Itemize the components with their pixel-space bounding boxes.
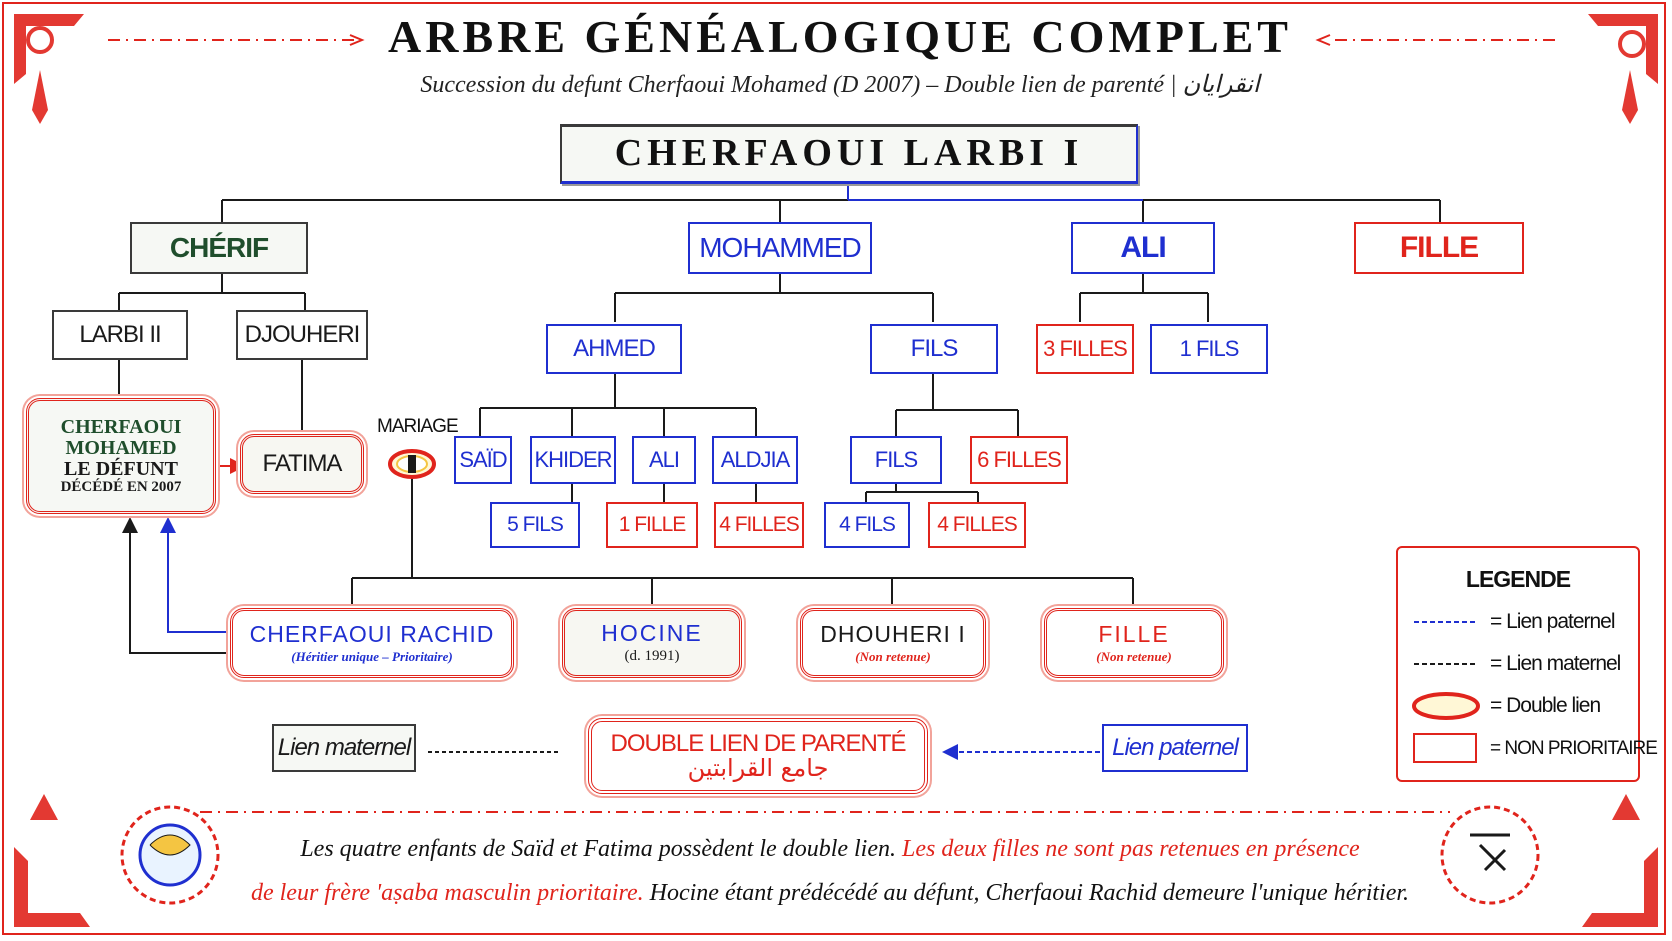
node-cherif-label: CHÉRIF	[169, 232, 269, 264]
node-dhouheri-note: (Non retenue)	[855, 649, 931, 665]
node-ali-label: ALI	[1120, 231, 1166, 265]
node-1-fille-label: 1 FILLE	[618, 512, 687, 536]
node-5-fils: 5 FILS	[490, 502, 580, 548]
node-djouheri-label: DJOUHERI	[244, 321, 361, 349]
node-defunt-cherfaoui-mohamed: CHERFAOUI MOHAMED LE DÉFUNT DÉCÉDÉ EN 20…	[26, 398, 216, 514]
node-fille: FILLE	[1354, 222, 1524, 274]
node-hocine-note: (d. 1991)	[624, 648, 680, 665]
defunt-line2: MOHAMED	[65, 436, 177, 459]
node-3-filles: 3 FILLES	[1036, 324, 1134, 374]
lien-paternel-box: Lien paternel	[1102, 724, 1248, 772]
node-khider: KHIDER	[530, 436, 616, 484]
legend-double: = Double lien	[1490, 694, 1601, 717]
node-ahmed: AHMED	[546, 324, 682, 374]
defunt-line1: CHERFAOUI	[60, 415, 182, 438]
node-aldjia: ALDJIA	[712, 436, 798, 484]
double-lien-arabic: جامع القرابتين	[687, 754, 829, 782]
legend-swatches	[1412, 621, 1480, 763]
node-fille-child: FILLE (Non retenue)	[1044, 608, 1224, 678]
legend-panel: LEGENDE = Lien paternel = Lien maternel …	[1396, 546, 1658, 782]
node-rachid-label: CHERFAOUI RACHID	[249, 621, 495, 648]
node-hocine-label: HOCINE	[601, 620, 703, 647]
node-said: SAÏD	[454, 436, 512, 484]
node-dhouheri-i: DHOUHERI I (Non retenue)	[800, 608, 986, 678]
node-ali-gen3: ALI	[632, 436, 696, 484]
node-4-filles-b-label: 4 FILLES	[937, 512, 1018, 536]
node-djouheri: DJOUHERI	[236, 310, 368, 360]
legend-maternel: = Lien maternel	[1490, 652, 1621, 675]
node-said-label: SAÏD	[459, 447, 507, 473]
node-aldjia-label: ALDJIA	[720, 447, 791, 473]
node-ali-gen3-label: ALI	[648, 447, 680, 473]
defunt-line4: DÉCÉDÉ EN 2007	[60, 478, 182, 495]
node-larbi-ii: LARBI II	[52, 310, 188, 360]
footer-part1: Les quatre enfants de Saïd et Fatima pos…	[300, 836, 896, 862]
footer-line-1: Les quatre enfants de Saïd et Fatima pos…	[250, 836, 1410, 863]
node-ali: ALI	[1071, 222, 1215, 274]
node-dhouheri-label: DHOUHERI I	[820, 621, 966, 648]
node-khider-label: KHIDER	[534, 447, 612, 473]
defunt-line3: LE DÉFUNT	[64, 457, 178, 480]
node-fille-child-note: (Non retenue)	[1096, 649, 1172, 665]
node-4-fils: 4 FILS	[824, 502, 910, 548]
root-node-cherfaoui-larbi-i: CHERFAOUI LARBI I	[560, 124, 1138, 184]
footer-part3: de leur frère 'aṣaba masculin prioritair…	[250, 880, 644, 906]
page-title: ARBRE GÉNÉALOGIQUE COMPLET	[388, 11, 1292, 62]
footer-emblems	[120, 805, 1540, 905]
legend-non-prioritaire: = NON PRIORITAIRE	[1490, 738, 1658, 759]
node-mohammed: MOHAMMED	[688, 222, 872, 274]
node-4-filles-a: 4 FILLES	[714, 502, 804, 548]
lien-maternel-label: Lien maternel	[277, 734, 411, 762]
footer-part4: Hocine étant prédécédé au défunt, Cherfa…	[649, 880, 1410, 906]
node-rachid-note: (Héritier unique – Prioritaire)	[291, 649, 453, 665]
node-6-filles-label: 6 FILLES	[977, 447, 1062, 473]
node-5-fils-label: 5 FILS	[507, 512, 564, 536]
node-fils-mohammed: FILS	[870, 324, 998, 374]
node-cherfaoui-rachid: CHERFAOUI RACHID (Héritier unique – Prio…	[230, 608, 514, 678]
node-6-filles: 6 FILLES	[970, 436, 1068, 484]
node-fille-child-label: FILLE	[1098, 621, 1170, 648]
node-fils-gen3-label: FILS	[874, 447, 918, 473]
node-mohammed-label: MOHAMMED	[699, 232, 862, 264]
node-hocine: HOCINE (d. 1991)	[562, 608, 742, 678]
node-4-filles-b: 4 FILLES	[928, 502, 1026, 548]
node-ahmed-label: AHMED	[573, 335, 656, 363]
node-4-filles-a-label: 4 FILLES	[719, 512, 800, 536]
mariage-label: MARIAGE	[377, 416, 459, 437]
lien-maternel-box: Lien maternel	[272, 724, 416, 772]
node-4-fils-label: 4 FILS	[839, 512, 896, 536]
node-fils-gen3: FILS	[850, 436, 942, 484]
node-fils-mohammed-label: FILS	[910, 335, 959, 363]
root-name: CHERFAOUI LARBI I	[614, 132, 1084, 175]
footer-line-2: de leur frère 'aṣaba masculin prioritair…	[230, 880, 1430, 907]
legend-paternel: = Lien paternel	[1490, 610, 1616, 633]
node-fatima-label: FATIMA	[262, 450, 343, 478]
node-fille-label: FILLE	[1399, 231, 1479, 265]
node-1-fille: 1 FILLE	[606, 502, 698, 548]
lien-paternel-label: Lien paternel	[1112, 734, 1239, 762]
mariage-ring-icon	[388, 449, 436, 479]
node-3-filles-label: 3 FILLES	[1043, 336, 1128, 362]
node-larbi-ii-label: LARBI II	[79, 321, 161, 349]
node-fatima: FATIMA	[240, 434, 364, 494]
node-1-fils: 1 FILS	[1150, 324, 1268, 374]
double-lien-box: DOUBLE LIEN DE PARENTÉ جامع القرابتين	[588, 718, 928, 794]
legend-title: LEGENDE	[1465, 566, 1571, 592]
double-lien-label: DOUBLE LIEN DE PARENTÉ	[610, 729, 907, 757]
page-subtitle: Succession du defunt Cherfaoui Mohamed (…	[420, 72, 1260, 98]
node-cherif: CHÉRIF	[130, 222, 308, 274]
node-1-fils-label: 1 FILS	[1179, 336, 1240, 362]
footer-part2: Les deux filles ne sont pas retenues en …	[902, 836, 1360, 862]
